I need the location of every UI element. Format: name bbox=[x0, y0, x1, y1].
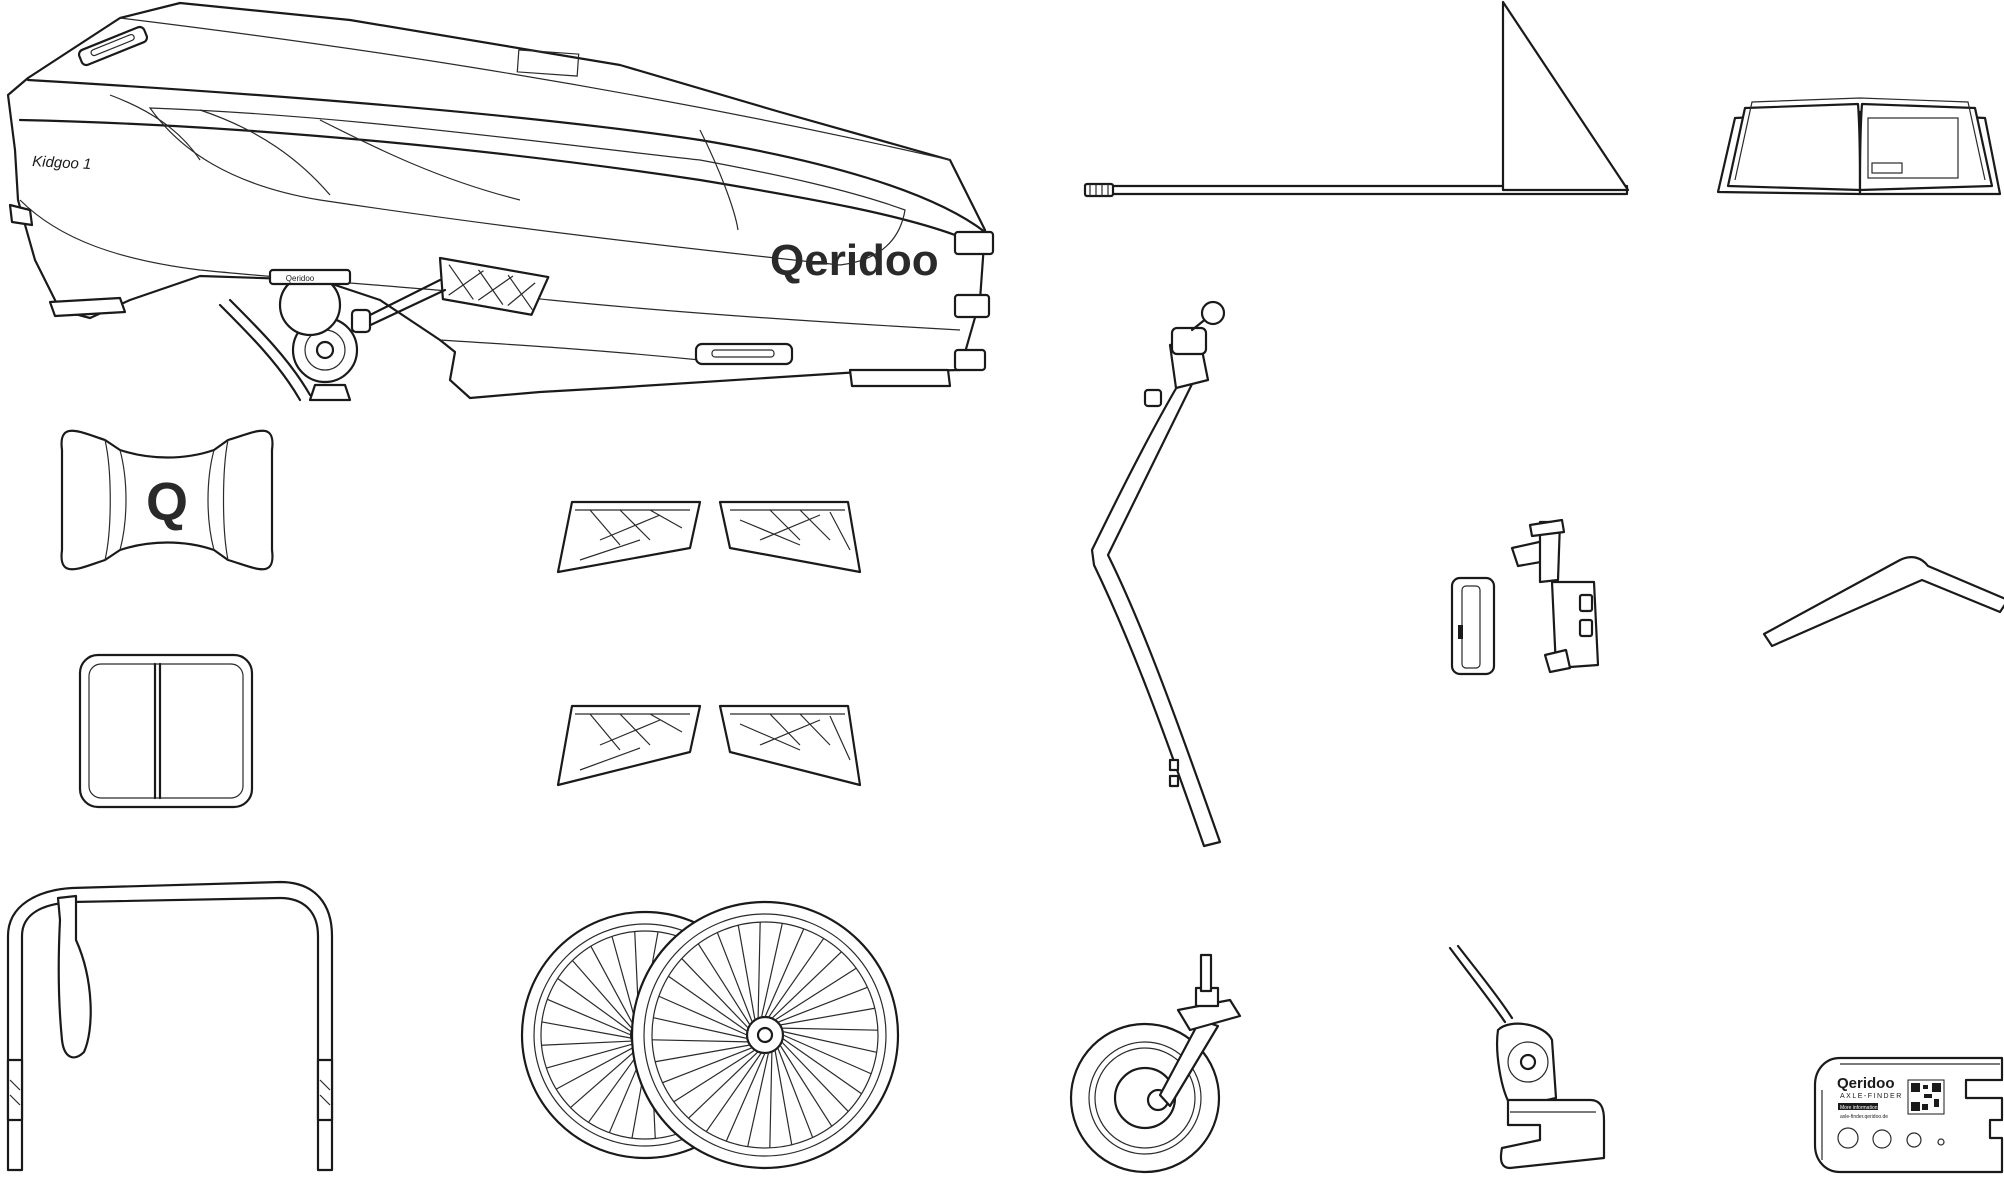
wheel-spoke bbox=[779, 1044, 833, 1127]
hitch-parts-icon bbox=[1450, 518, 1600, 676]
seat-pad-icon bbox=[78, 653, 254, 809]
wheel-spoke bbox=[541, 1040, 633, 1046]
axle-finder-card-icon: Qeridoo AXLE-FINDER More information: ax… bbox=[1813, 1056, 2004, 1174]
wheel-spoke bbox=[570, 1047, 640, 1108]
axle-coupling-icon bbox=[1448, 944, 1606, 1170]
wheel-spoke bbox=[546, 1043, 635, 1069]
wheel-spoke bbox=[757, 922, 761, 1019]
wheel-spoke bbox=[697, 943, 751, 1026]
bumper-block-icon: Q bbox=[60, 429, 274, 571]
trailer-brand-text: Qeridoo bbox=[770, 236, 939, 285]
wheel-spoke bbox=[611, 936, 637, 1025]
wheel-spoke bbox=[688, 1051, 759, 1119]
wheel-spoke bbox=[737, 925, 756, 1021]
wheel-spoke bbox=[658, 995, 748, 1036]
wheel-spoke bbox=[781, 1027, 878, 1031]
axle-finder-subtitle: AXLE-FINDER bbox=[1840, 1093, 1903, 1100]
wheel-spoke bbox=[662, 1047, 753, 1084]
wheel-spoke bbox=[774, 967, 857, 1021]
allen-key-icon bbox=[1762, 556, 2004, 648]
push-handle-icon bbox=[6, 880, 334, 1172]
wheel-spoke bbox=[782, 1030, 877, 1053]
manual-book-icon bbox=[1716, 97, 2002, 196]
wheel-spoke bbox=[557, 978, 632, 1033]
wheel-spoke bbox=[655, 1044, 751, 1063]
trailer-small-brand-text: Qeridoo bbox=[286, 274, 315, 283]
bumper-block-letter: Q bbox=[146, 472, 188, 532]
qr-code-icon bbox=[1907, 1079, 1945, 1115]
wheel-spoke bbox=[652, 1039, 749, 1043]
wheel-spoke bbox=[779, 1007, 875, 1026]
wheel-spoke bbox=[681, 958, 749, 1029]
flag-pole-icon bbox=[1083, 0, 1630, 198]
wheel-spoke bbox=[747, 1052, 770, 1147]
axle-finder-info-tag: More information: bbox=[1840, 1105, 1879, 1111]
wheel-spoke bbox=[760, 923, 783, 1018]
wheel-spoke bbox=[716, 932, 753, 1023]
wheel-spoke bbox=[590, 945, 635, 1027]
wheel-spoke bbox=[673, 1049, 756, 1103]
wheel-spoke bbox=[768, 938, 825, 1018]
wheel-spoke bbox=[769, 1051, 773, 1148]
wheel-spoke bbox=[777, 986, 868, 1023]
wheel-spoke bbox=[725, 1052, 766, 1142]
wheel-spoke bbox=[572, 960, 633, 1030]
rear-wheels-icon bbox=[520, 900, 900, 1170]
wheel-spoke bbox=[555, 1045, 637, 1090]
wheel-spoke bbox=[668, 975, 748, 1032]
wheel-spoke bbox=[764, 928, 805, 1018]
jogger-wheel-icon bbox=[1069, 953, 1242, 1174]
axle-finder-brand: Qeridoo bbox=[1837, 1075, 1895, 1092]
wheel-spoke bbox=[782, 1038, 862, 1095]
wheel-spoke bbox=[653, 1017, 748, 1040]
trailer-body-icon: Qeridoo Kidgoo 1 Qeridoo bbox=[6, 1, 995, 402]
wheel-spoke bbox=[547, 998, 632, 1036]
wheel-spoke bbox=[588, 1048, 643, 1123]
tow-bar-icon bbox=[1090, 300, 1226, 848]
wheel-spoke bbox=[781, 1041, 849, 1112]
wheel-spoke bbox=[777, 1047, 814, 1138]
wheel-spoke bbox=[705, 1052, 762, 1132]
wheel-spoke bbox=[782, 1034, 872, 1075]
trailer-model-text: Kidgoo 1 bbox=[32, 153, 92, 173]
axle-finder-info-url: axle-finder.qeridoo.de bbox=[1840, 1114, 1888, 1120]
side-pads-icon bbox=[556, 500, 862, 787]
wheel-spoke bbox=[541, 1021, 632, 1039]
wheel-spoke bbox=[774, 1049, 793, 1145]
wheel-spoke bbox=[771, 951, 842, 1019]
